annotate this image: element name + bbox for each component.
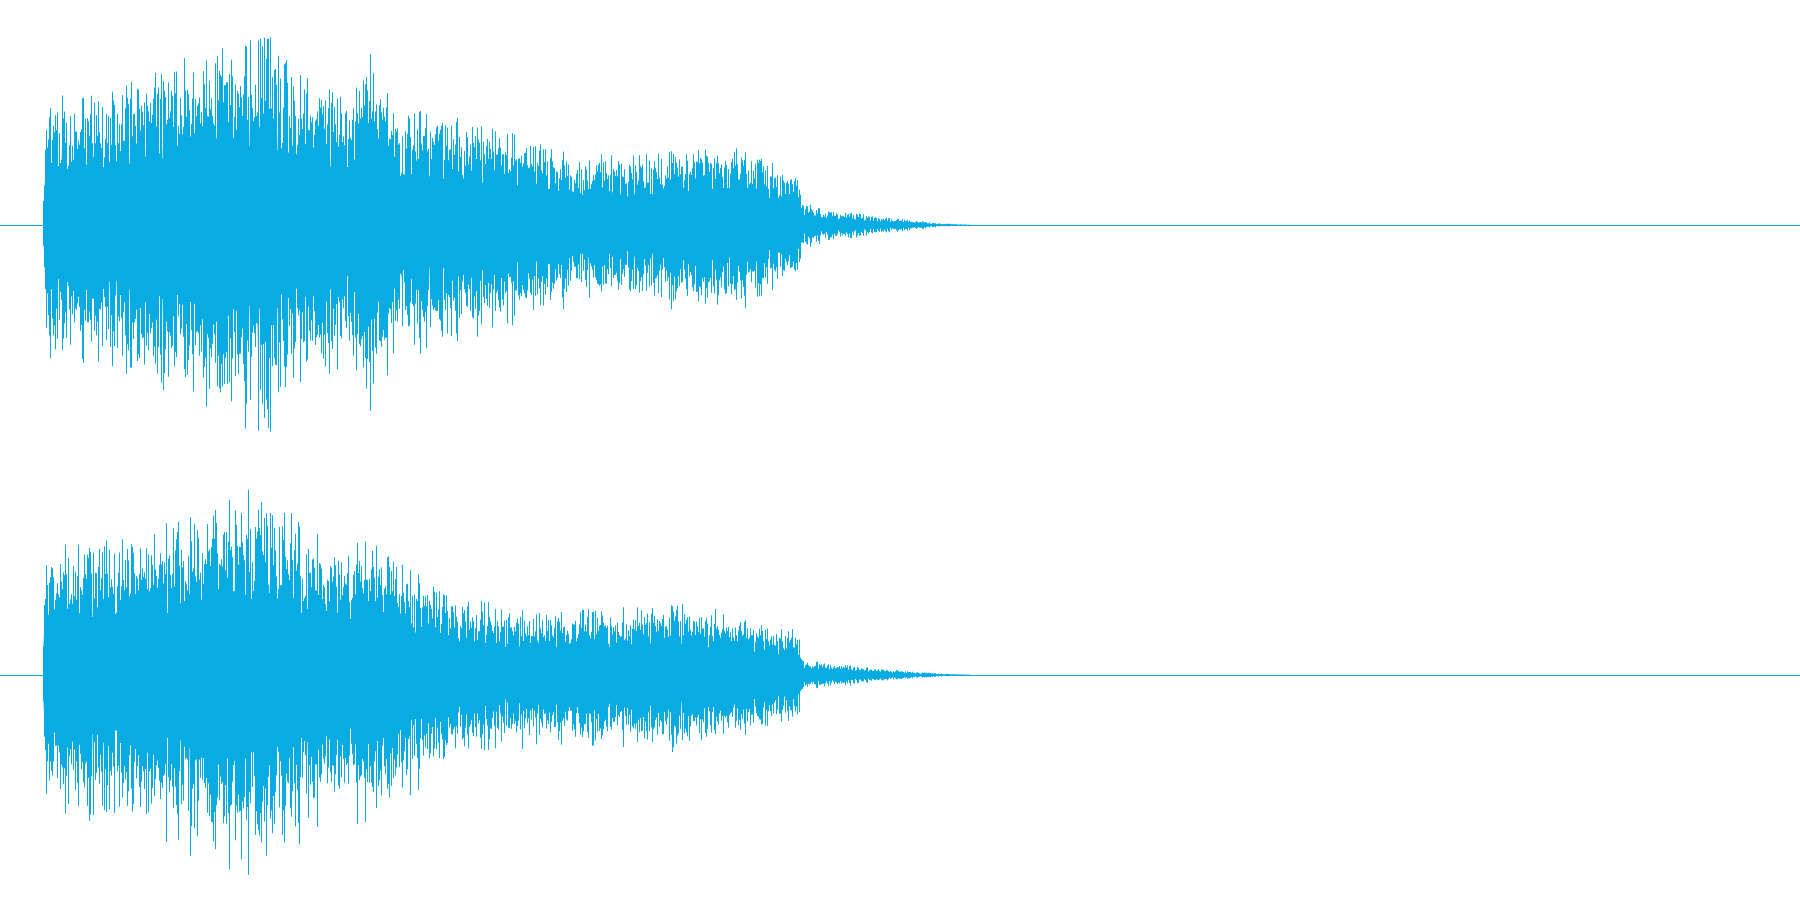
waveform-samples <box>43 37 971 432</box>
waveform-samples <box>43 489 971 875</box>
waveform-channel-bottom <box>0 489 1800 875</box>
waveform-channel-top <box>0 37 1800 432</box>
